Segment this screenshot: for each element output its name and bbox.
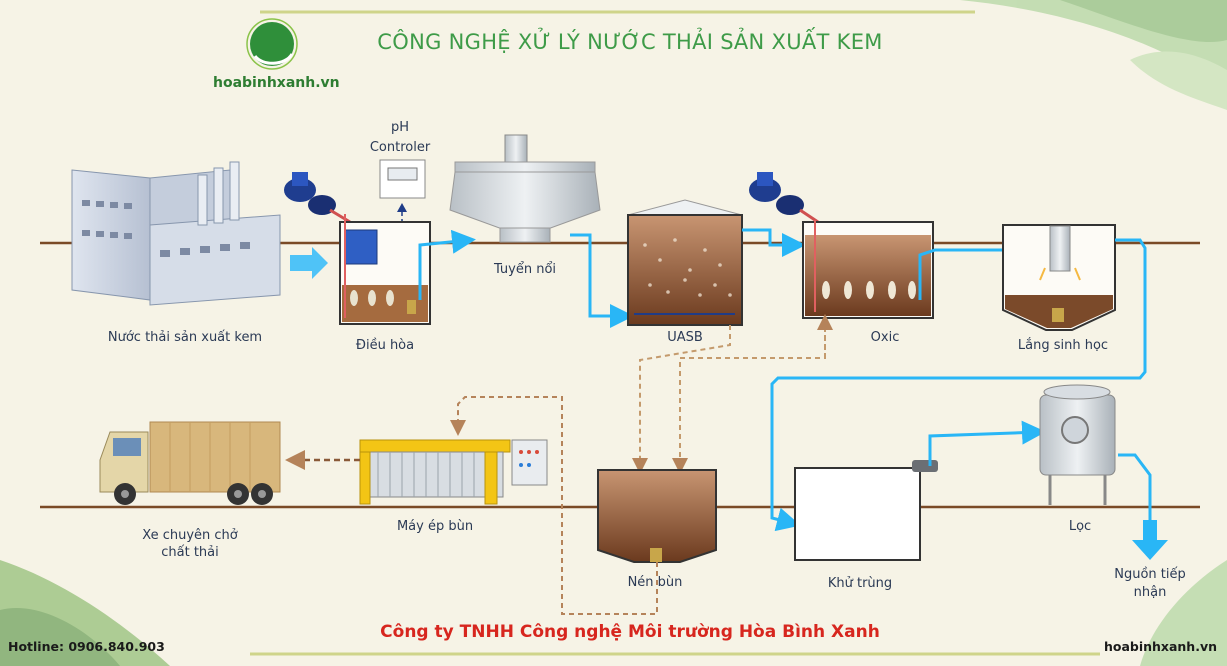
sludge-thickener bbox=[597, 469, 717, 563]
waste-truck bbox=[99, 421, 281, 505]
leaf-decoration-bottom-right bbox=[1140, 560, 1227, 666]
label-ph-line2: Controler bbox=[369, 140, 431, 155]
label-ph-line1: pH bbox=[390, 120, 410, 135]
pipe-to-receiver bbox=[1118, 453, 1152, 520]
label-equalization: Điều hòa bbox=[355, 338, 415, 353]
pressure-filter bbox=[1039, 384, 1116, 505]
label-factory: Nước thải sản xuất kem bbox=[107, 330, 263, 345]
leaf-decoration-bottom-left bbox=[0, 560, 170, 666]
label-truck-line1: Xe chuyên chở bbox=[142, 528, 238, 543]
pipe-to-flotation bbox=[418, 229, 476, 300]
uasb-reactor bbox=[627, 199, 743, 326]
label-press: Máy ép bùn bbox=[396, 519, 474, 534]
air-blower-1 bbox=[284, 172, 351, 224]
label-filter: Lọc bbox=[1068, 519, 1092, 534]
label-oxic: Oxic bbox=[870, 330, 900, 345]
hotline: Hotline: 0906.840.903 bbox=[8, 639, 165, 654]
website: hoabinhxanh.vn bbox=[1103, 639, 1217, 654]
pipe-to-clarifier bbox=[918, 248, 1005, 300]
label-truck-line2: chất thải bbox=[161, 545, 219, 560]
equalization-tank bbox=[339, 214, 431, 325]
flotation-unit bbox=[449, 134, 601, 243]
oxic-tank bbox=[802, 220, 934, 319]
pipe-to-disinfection bbox=[770, 238, 1147, 532]
label-receiver-line2: nhận bbox=[1133, 585, 1167, 600]
uasb-sludge-line bbox=[632, 325, 731, 474]
label-receiver-line1: Nguồn tiếp bbox=[1114, 567, 1186, 582]
air-blower-2 bbox=[749, 172, 819, 224]
label-uasb: UASB bbox=[667, 330, 703, 345]
disinfection-tank bbox=[794, 460, 938, 561]
company-logo bbox=[246, 18, 298, 70]
label-disinfection: Khử trùng bbox=[827, 576, 893, 591]
logo-text: hoabinhxanh.vn bbox=[213, 75, 340, 91]
company-name: Công ty TNHH Công nghệ Môi trường Hòa Bì… bbox=[380, 622, 880, 642]
pipe-to-oxic bbox=[742, 228, 806, 257]
label-flotation: Tuyển nổi bbox=[493, 262, 557, 277]
diagram-title: CÔNG NGHỆ XỬ LÝ NƯỚC THẢI SẢN XUẤT KEM bbox=[377, 30, 883, 54]
pipe-to-filter bbox=[928, 420, 1046, 466]
label-thickener: Nén bùn bbox=[627, 575, 683, 590]
leaf-decoration-top-right bbox=[960, 0, 1227, 110]
factory-building bbox=[71, 161, 281, 306]
filter-press bbox=[359, 439, 548, 505]
label-clarifier: Lắng sinh học bbox=[1017, 338, 1109, 353]
inflow-arrow bbox=[290, 247, 328, 279]
outflow-arrow bbox=[1132, 520, 1168, 560]
pipe-to-uasb bbox=[570, 233, 634, 328]
sludge-to-press-line bbox=[450, 396, 658, 615]
clarifier-tank bbox=[1002, 224, 1116, 331]
